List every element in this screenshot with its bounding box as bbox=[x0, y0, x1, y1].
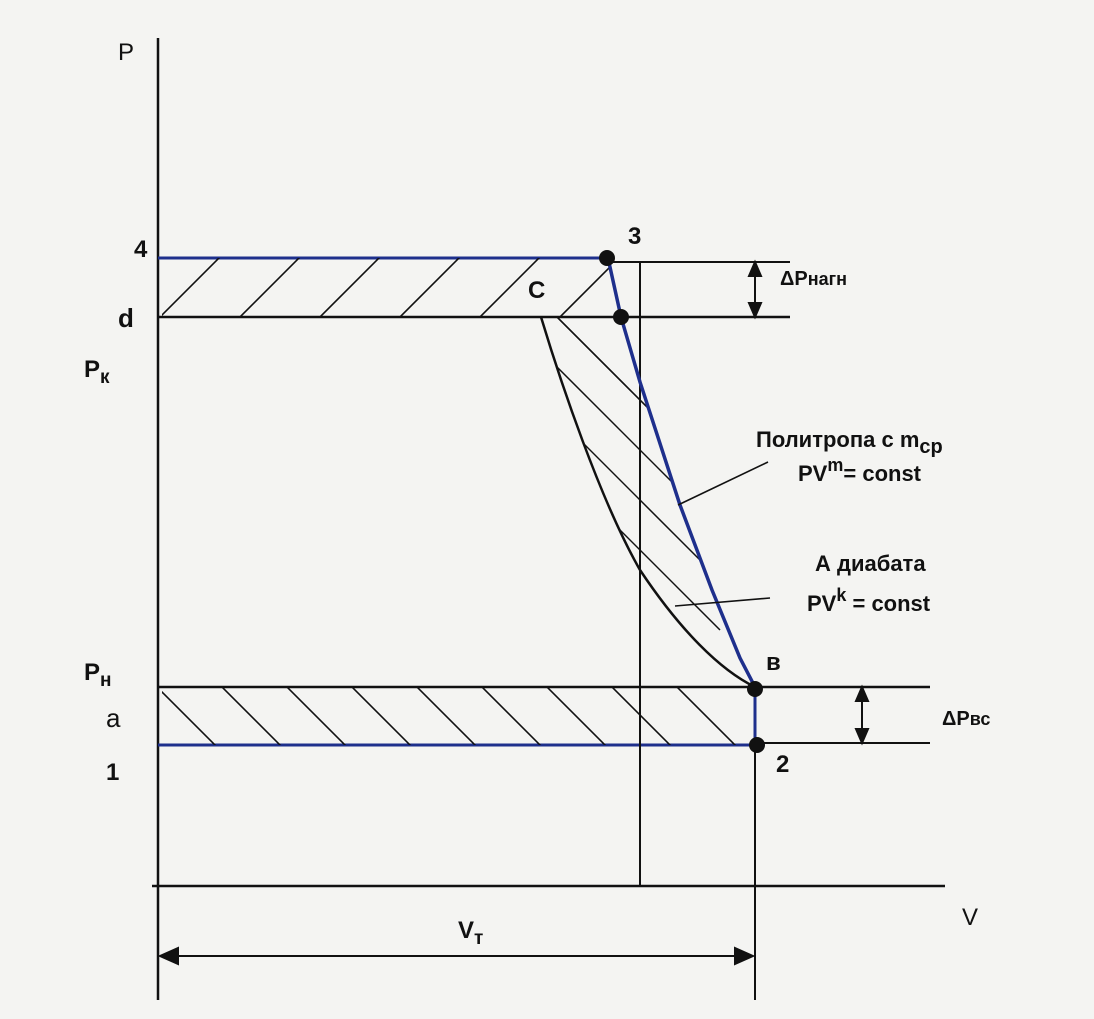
label-pn: Pн bbox=[84, 659, 112, 691]
label-d: d bbox=[118, 303, 134, 333]
dp-discharge-arrow bbox=[747, 259, 763, 320]
label-1: 1 bbox=[106, 759, 119, 786]
hatch-suction bbox=[162, 687, 746, 745]
adiabat-leader bbox=[674, 597, 771, 607]
vt-arrow bbox=[157, 946, 756, 966]
label-pk: Pк bbox=[84, 356, 110, 388]
label-a: a bbox=[106, 703, 121, 733]
p-axis-label: P bbox=[118, 39, 134, 66]
vt-label: Vт bbox=[458, 917, 483, 949]
dp-suction-arrow bbox=[854, 684, 870, 746]
polytrope-leader bbox=[677, 461, 769, 506]
polytrope-equation: PVm= const bbox=[798, 455, 922, 486]
polytrope-curve bbox=[606, 257, 757, 688]
adiabat-curve bbox=[539, 316, 756, 689]
hatch-discharge bbox=[162, 258, 621, 317]
label-2: 2 bbox=[776, 751, 789, 778]
label-4: 4 bbox=[134, 236, 148, 263]
label-v: в bbox=[766, 649, 781, 676]
point-2 bbox=[749, 737, 765, 753]
point-v bbox=[747, 681, 763, 697]
adiabat-title: А диабата bbox=[815, 551, 926, 576]
point-3 bbox=[599, 250, 615, 266]
v-axis-label: V bbox=[962, 904, 978, 931]
label-c: C bbox=[528, 277, 545, 304]
dp-discharge-label: ΔPнагн bbox=[780, 268, 847, 290]
point-c-on-polytrope bbox=[613, 309, 629, 325]
label-3: 3 bbox=[628, 223, 641, 250]
dp-suction-label: ΔPвс bbox=[942, 708, 990, 730]
adiabat-equation: PVk = const bbox=[807, 585, 931, 616]
polytrope-title: Политропа с mср bbox=[756, 427, 943, 458]
